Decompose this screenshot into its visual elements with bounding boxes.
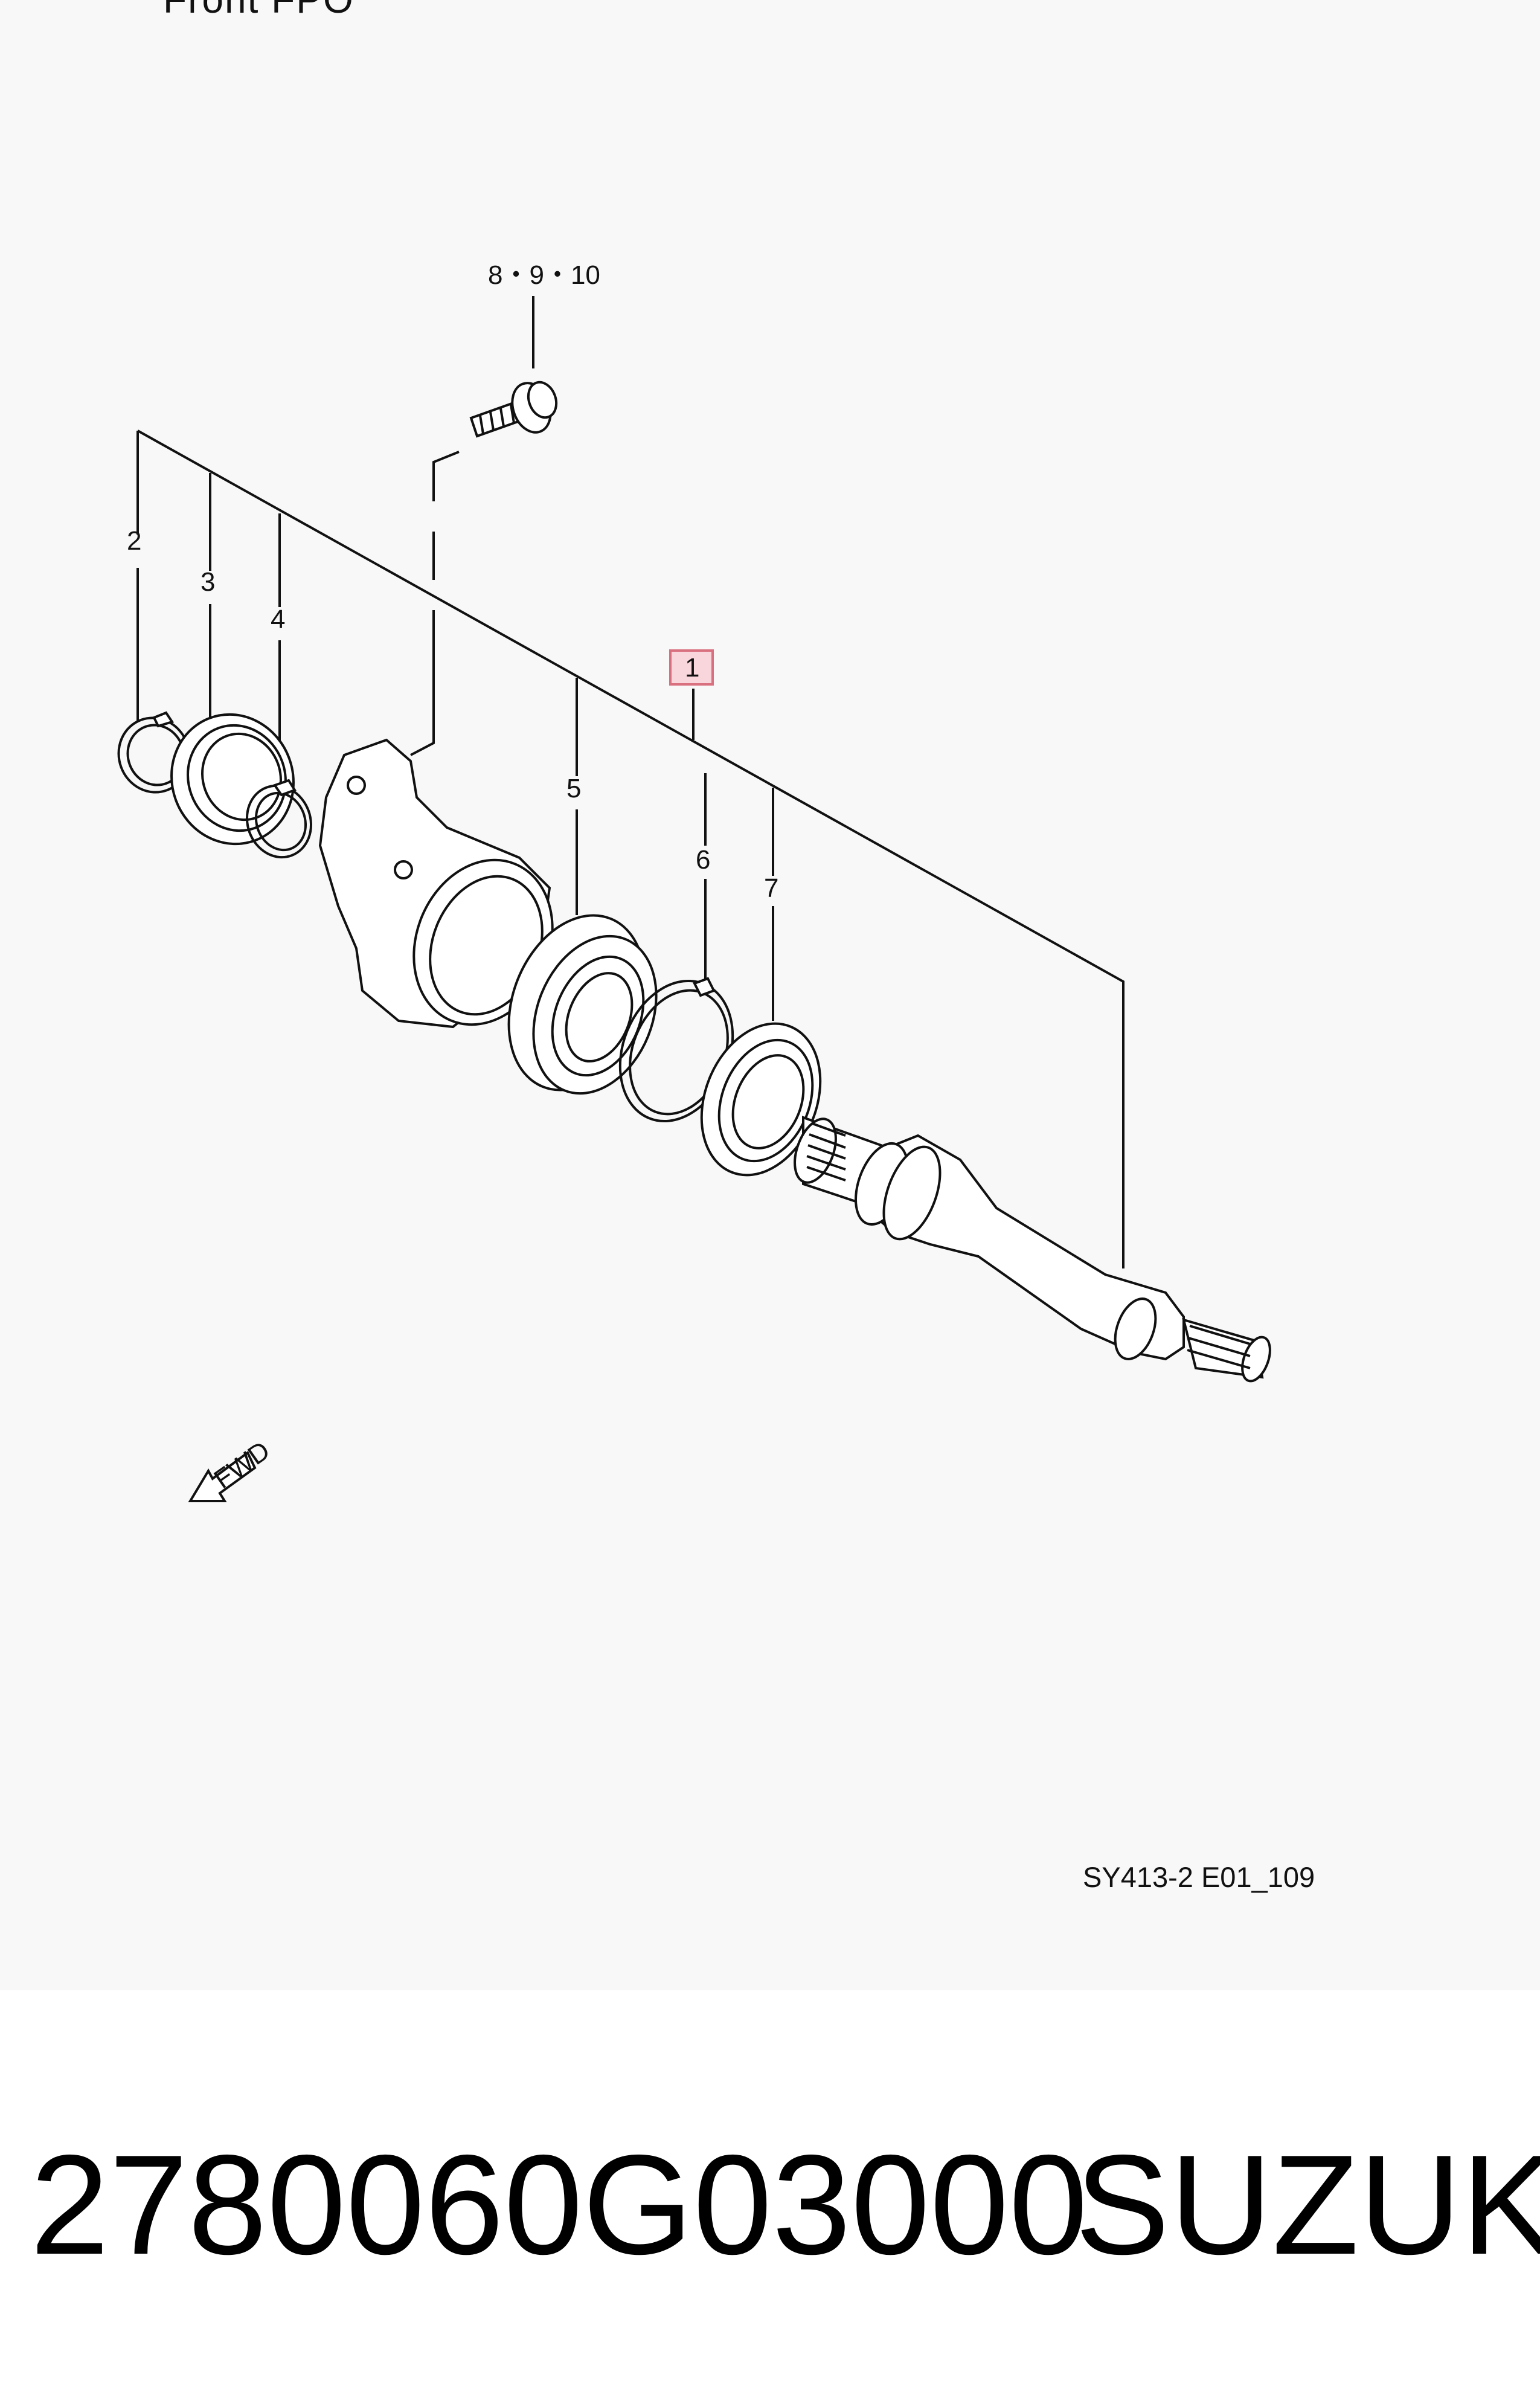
reference-code: SY413-2 E01_109: [1083, 1861, 1315, 1893]
flange-bolt: [469, 381, 558, 438]
callout-5: 5: [566, 774, 581, 803]
callout-1-highlight: [669, 649, 714, 686]
callout-8-9-10: 8・9・10: [488, 260, 600, 290]
callout-2: 2: [127, 526, 141, 556]
fwd-arrow-icon: FWD: [188, 1436, 275, 1502]
part-number: 2780060G03000: [30, 2125, 1088, 2284]
circlip-4: [246, 779, 312, 859]
callout-1: 1: [685, 653, 699, 683]
diagram-panel: Front FPO: [117, 0, 1315, 1893]
brand-name: SUZUKI: [1075, 2125, 1540, 2284]
callout-3: 3: [201, 567, 215, 597]
exploded-view-diagram: FWD 1 2 3 4 5 6 7 8・9・10: [117, 260, 1271, 1502]
callout-7: 7: [764, 873, 778, 903]
footer: 2780060G03000 SUZUKI: [0, 2126, 1540, 2307]
bearing-5: [507, 914, 658, 1095]
main-leader-line: [137, 429, 1125, 1268]
callout-4: 4: [271, 605, 285, 634]
oil-seal-7: [700, 1022, 822, 1177]
oil-seal-3: [170, 713, 295, 846]
cut-title: Front FPO: [163, 0, 355, 22]
drive-shaft: [794, 1116, 1271, 1383]
callout-6: 6: [696, 845, 710, 875]
bolt-leader: [410, 296, 534, 756]
